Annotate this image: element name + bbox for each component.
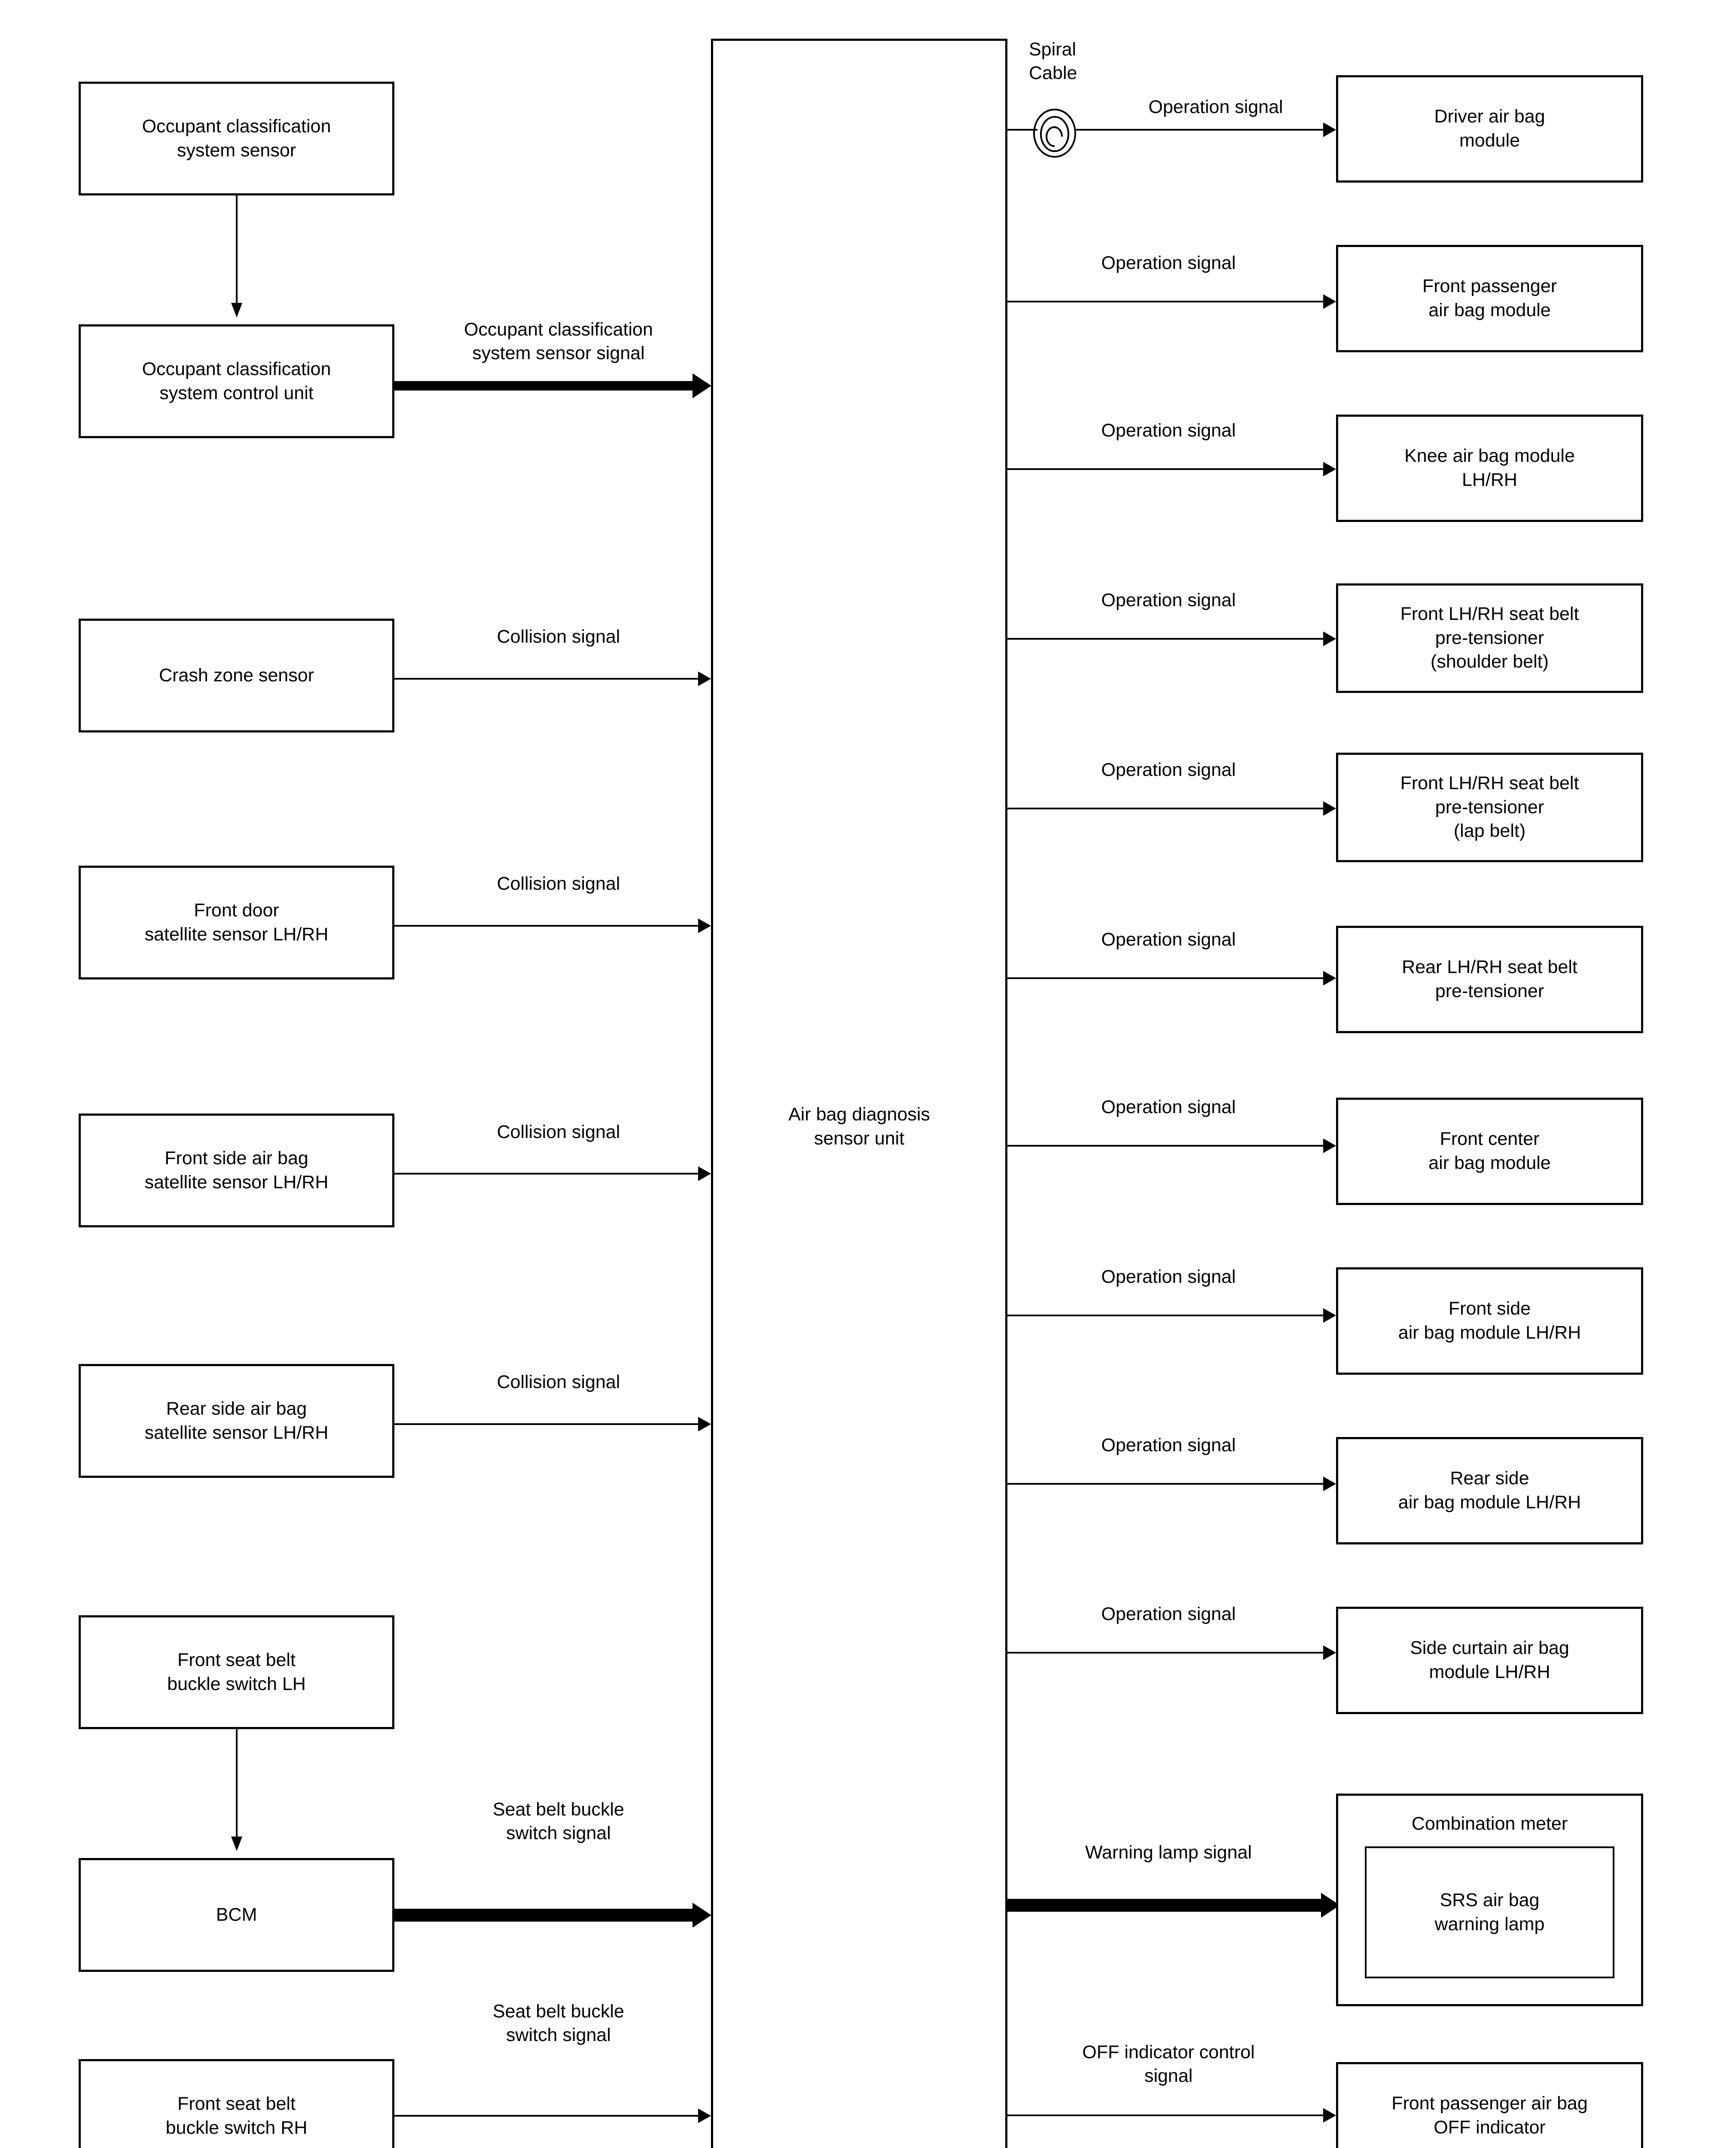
- block-front-seat-belt-buckle-switch-rh[interactable]: Front seat belt buckle switch RH: [79, 2059, 394, 2148]
- arrow-head-rear-pretensioner: [1323, 971, 1336, 986]
- block-knee-air-bag-module[interactable]: Knee air bag module LH/RH: [1336, 415, 1643, 522]
- arrow-head-rear-side-air-bag-module: [1323, 1477, 1336, 1491]
- arrow-head-knee-air-bag-module: [1323, 462, 1336, 476]
- label-seat-belt-buckle-switch-signal-bcm: Seat belt buckle switch signal: [493, 1799, 624, 1844]
- block-driver-air-bag-module[interactable]: Driver air bag module: [1336, 75, 1643, 183]
- block-rear-side-air-bag-module[interactable]: Rear side air bag module LH/RH: [1336, 1437, 1643, 1544]
- arrow-head-pretensioner-shoulder: [1323, 632, 1336, 646]
- block-front-seat-belt-pre-tensioner-shoulder[interactable]: Front LH/RH seat belt pre-tensioner (sho…: [1336, 583, 1643, 693]
- block-combination-meter[interactable]: Combination meter SRS air bag warning la…: [1336, 1794, 1643, 2006]
- label-occupant-classification-system-sensor-signal: Occupant classification system sensor si…: [464, 319, 653, 364]
- label-collision-signal-front-door: Collision signal: [497, 873, 620, 894]
- communication-line-occupant-classification: [394, 381, 695, 391]
- arrow-head-front-side-satellite-sensor: [698, 1166, 711, 1181]
- label-collision-signal-rear-side: Collision signal: [497, 1372, 620, 1392]
- arrow-head-rear-side-satellite-sensor: [698, 1417, 711, 1431]
- block-crash-zone-sensor[interactable]: Crash zone sensor: [79, 619, 394, 732]
- line-pretensioner-lap: [1007, 808, 1332, 809]
- block-front-door-satellite-sensor[interactable]: Front door satellite sensor LH/RH: [79, 866, 394, 979]
- line-front-center-air-bag-module: [1007, 1145, 1332, 1147]
- label-collision-signal-crash-zone: Collision signal: [497, 626, 620, 647]
- line-front-side-satellite-sensor: [394, 1173, 702, 1175]
- can-communication-line-combination-meter: [1007, 1899, 1325, 1912]
- line-front-passenger-off-indicator: [1007, 2114, 1332, 2116]
- arrow-head-front-door-satellite-sensor: [698, 918, 711, 933]
- line-front-side-air-bag-module: [1007, 1315, 1332, 1316]
- line-rear-pretensioner: [1007, 977, 1332, 979]
- label-warning-lamp-signal: Warning lamp signal: [1085, 1842, 1252, 1863]
- arrow-head-driver-air-bag-module: [1323, 122, 1336, 137]
- label-operation-signal-side-curtain: Operation signal: [1101, 1604, 1236, 1624]
- block-bcm[interactable]: BCM: [79, 1858, 394, 1972]
- line-driver-air-bag-module: [1076, 129, 1332, 131]
- block-rear-seat-belt-pre-tensioner[interactable]: Rear LH/RH seat belt pre-tensioner: [1336, 926, 1643, 1033]
- line-pretensioner-shoulder: [1007, 638, 1332, 640]
- label-operation-signal-driver: Operation signal: [1148, 97, 1283, 117]
- arrow-head-front-passenger-air-bag-module: [1323, 294, 1336, 309]
- block-front-side-air-bag-satellite-sensor[interactable]: Front side air bag satellite sensor LH/R…: [79, 1114, 394, 1227]
- block-front-seat-belt-buckle-switch-lh[interactable]: Front seat belt buckle switch LH: [79, 1615, 394, 1729]
- line-rear-side-satellite-sensor: [394, 1423, 702, 1425]
- line-knee-air-bag-module: [1007, 468, 1332, 470]
- block-rear-side-air-bag-satellite-sensor[interactable]: Rear side air bag satellite sensor LH/RH: [79, 1364, 394, 1478]
- block-front-seat-belt-pre-tensioner-lap[interactable]: Front LH/RH seat belt pre-tensioner (lap…: [1336, 753, 1643, 862]
- arrow-head-side-curtain-air-bag-module: [1323, 1645, 1336, 1660]
- arrow-head-front-side-air-bag-module: [1323, 1308, 1336, 1323]
- label-collision-signal-front-side: Collision signal: [497, 1122, 620, 1142]
- label-operation-signal-pretensioner-shoulder: Operation signal: [1101, 590, 1236, 610]
- arrow-head-front-seat-belt-buckle-switch-rh: [698, 2108, 711, 2123]
- line-front-seat-belt-buckle-switch-rh: [394, 2115, 702, 2117]
- arrow-head-can-bcm: [693, 1903, 711, 1928]
- line-crash-zone-sensor: [394, 678, 702, 680]
- label-seat-belt-buckle-switch-signal-rh: Seat belt buckle switch signal: [493, 2001, 624, 2046]
- line-front-door-satellite-sensor: [394, 925, 702, 927]
- line-front-passenger-air-bag-module: [1007, 301, 1332, 302]
- label-spiral-cable: Spiral Cable: [1029, 39, 1077, 84]
- arrow-head-down-control-unit: [231, 303, 242, 317]
- block-occupant-classification-system-control-unit[interactable]: Occupant classification system control u…: [79, 324, 394, 438]
- block-front-side-air-bag-module[interactable]: Front side air bag module LH/RH: [1336, 1267, 1643, 1375]
- block-occupant-classification-system-sensor[interactable]: Occupant classification system sensor: [79, 82, 394, 195]
- label-off-indicator-control-signal: OFF indicator control signal: [1082, 2042, 1255, 2087]
- arrow-head-pretensioner-lap: [1323, 801, 1336, 816]
- arrow-head-down-bcm: [231, 1837, 242, 1851]
- block-front-center-air-bag-module[interactable]: Front center air bag module: [1336, 1098, 1643, 1205]
- block-srs-air-bag-warning-lamp[interactable]: SRS air bag warning lamp: [1365, 1846, 1614, 1978]
- line-side-curtain-air-bag-module: [1007, 1652, 1332, 1654]
- arrow-head-front-center-air-bag-module: [1323, 1138, 1336, 1153]
- line-spiral-cable-stub: [1007, 129, 1037, 131]
- block-air-bag-diagnosis-sensor-unit[interactable]: Air bag diagnosis sensor unit: [711, 39, 1007, 2148]
- block-side-curtain-air-bag-module[interactable]: Side curtain air bag module LH/RH: [1336, 1607, 1643, 1714]
- arrow-head-occupant-classification: [693, 373, 711, 398]
- line-rear-side-air-bag-module: [1007, 1483, 1332, 1485]
- label-operation-signal-rear-side-module: Operation signal: [1101, 1435, 1236, 1455]
- label-operation-signal-rear-pretensioner: Operation signal: [1101, 929, 1236, 950]
- arrow-head-front-passenger-off-indicator: [1323, 2108, 1336, 2123]
- connector-sensor-to-control-unit: [236, 195, 238, 305]
- label-operation-signal-front-center: Operation signal: [1101, 1097, 1236, 1117]
- combination-meter-title: Combination meter: [1411, 1813, 1568, 1834]
- connector-buckle-switch-lh-to-bcm: [236, 1729, 238, 1839]
- block-front-passenger-air-bag-module[interactable]: Front passenger air bag module: [1336, 245, 1643, 352]
- label-operation-signal-knee: Operation signal: [1101, 420, 1236, 441]
- label-operation-signal-front-passenger: Operation signal: [1101, 253, 1236, 273]
- block-front-passenger-air-bag-off-indicator[interactable]: Front passenger air bag OFF indicator: [1336, 2062, 1643, 2148]
- can-communication-line-bcm: [394, 1909, 695, 1922]
- arrow-head-crash-zone-sensor: [698, 671, 711, 686]
- spiral-cable-icon: [1033, 109, 1076, 158]
- label-operation-signal-front-side-module: Operation signal: [1101, 1266, 1236, 1287]
- label-operation-signal-pretensioner-lap: Operation signal: [1101, 760, 1236, 780]
